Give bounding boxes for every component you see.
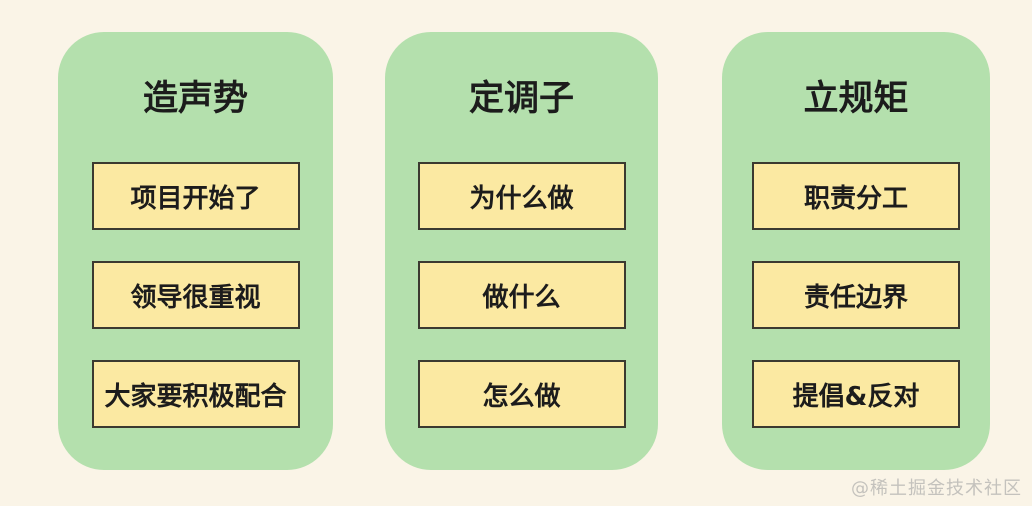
- watermark: @稀土掘金技术社区: [851, 478, 1022, 499]
- column-panel-tone: 定调子 为什么做 做什么 怎么做: [385, 32, 658, 470]
- column-title: 造声势: [142, 79, 248, 119]
- column-title: 定调子: [468, 79, 574, 119]
- column-items: 项目开始了 领导很重视 大家要积极配合: [91, 162, 300, 428]
- item-box: 职责分工: [752, 162, 960, 230]
- column-items: 职责分工 责任边界 提倡&反对: [752, 162, 960, 428]
- item-box: 大家要积极配合: [91, 360, 300, 428]
- item-box: 做什么: [417, 261, 626, 329]
- item-box: 责任边界: [752, 261, 960, 329]
- column-items: 为什么做 做什么 怎么做: [417, 162, 626, 428]
- item-box: 怎么做: [417, 360, 626, 428]
- column-title: 立规矩: [803, 79, 909, 119]
- item-box: 提倡&反对: [752, 360, 960, 428]
- item-box: 项目开始了: [91, 162, 300, 230]
- column-panel-momentum: 造声势 项目开始了 领导很重视 大家要积极配合: [58, 32, 333, 470]
- item-box: 为什么做: [417, 162, 626, 230]
- column-panel-rules: 立规矩 职责分工 责任边界 提倡&反对: [722, 32, 990, 470]
- item-box: 领导很重视: [91, 261, 300, 329]
